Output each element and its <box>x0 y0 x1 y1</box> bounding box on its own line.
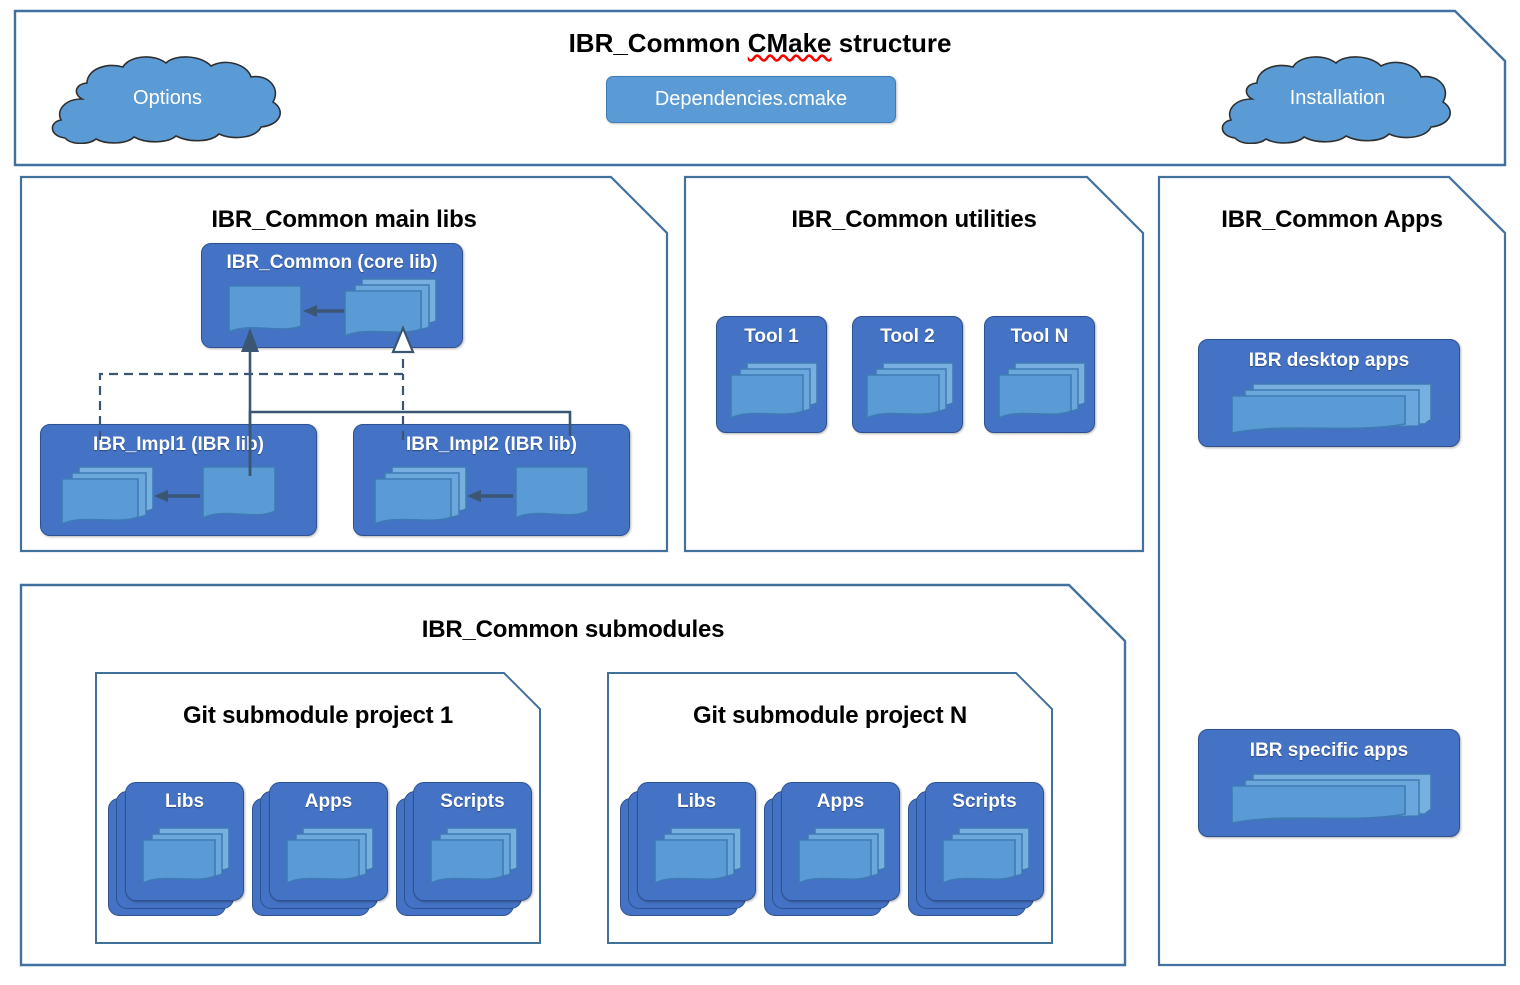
card-core-lib[interactable]: IBR_Common (core lib) <box>201 243 463 348</box>
card-impl1-label: IBR_Impl1 (IBR lib) <box>92 434 264 455</box>
page-title-prefix: IBR_Common <box>568 28 748 58</box>
card-ibr-specific-apps[interactable]: IBR specific apps <box>1198 729 1460 837</box>
card-submodulen-apps[interactable]: Apps <box>764 782 904 922</box>
card-impl2-label: IBR_Impl2 (IBR lib) <box>405 434 577 455</box>
inner-arrow-icon <box>303 305 345 317</box>
dependencies-cmake-box[interactable]: Dependencies.cmake <box>606 76 896 123</box>
card-ibr-desktop-apps[interactable]: IBR desktop apps <box>1198 339 1460 447</box>
card-tool-n[interactable]: Tool N <box>984 316 1095 433</box>
panel-utilities-title: IBR_Common utilities <box>791 206 1037 233</box>
inner-arrow-icon <box>467 490 513 502</box>
single-document-icon <box>202 466 276 520</box>
card-submodule1-scripts[interactable]: Scripts <box>396 782 536 922</box>
inner-arrow-icon <box>154 490 200 502</box>
card-submodule1-libs[interactable]: Libs <box>108 782 248 922</box>
document-stack-icon <box>798 827 886 885</box>
single-document-icon <box>515 466 589 520</box>
document-stack-icon <box>142 827 230 885</box>
page-title-suffix: structure <box>831 28 952 58</box>
card-submodule1-apps[interactable]: Apps <box>252 782 392 922</box>
card-tool-n-label: Tool N <box>1010 326 1069 347</box>
page-title-misspelled-word: CMake <box>747 28 832 58</box>
page-title: IBR_Common CMake structure <box>0 28 1520 59</box>
installation-cloud[interactable]: Installation <box>1205 52 1470 145</box>
options-cloud-label: Options <box>133 86 202 109</box>
options-cloud[interactable]: Options <box>35 52 300 145</box>
panel-submodules-title: IBR_Common submodules <box>421 616 725 643</box>
installation-cloud-label: Installation <box>1289 86 1386 109</box>
document-stack-icon <box>344 278 437 338</box>
dependencies-cmake-label: Dependencies.cmake <box>654 88 848 110</box>
cloud-shape-icon <box>51 56 281 145</box>
panel-git-submodule-project-n-title: Git submodule project N <box>692 702 968 729</box>
card-impl2[interactable]: IBR_Impl2 (IBR lib) <box>353 424 630 536</box>
card-core-lib-label: IBR_Common (core lib) <box>226 252 438 273</box>
document-stack-icon <box>942 827 1030 885</box>
document-stack-icon <box>286 827 374 885</box>
document-stack-icon <box>430 827 518 885</box>
card-tool-1-label: Tool 1 <box>744 326 799 347</box>
document-stack-wide-icon <box>1231 773 1432 824</box>
document-stack-icon <box>730 362 818 420</box>
single-document-icon <box>228 285 302 334</box>
card-ibr-desktop-apps-label: IBR desktop apps <box>1248 350 1410 371</box>
document-stack-icon <box>998 362 1086 420</box>
cloud-shape-icon <box>1221 56 1451 145</box>
panel-apps-title: IBR_Common Apps <box>1221 206 1443 233</box>
card-submodulen-scripts[interactable]: Scripts <box>908 782 1048 922</box>
document-stack-icon <box>61 466 154 526</box>
document-stack-icon <box>866 362 954 420</box>
panel-apps: IBR_Common Apps <box>1158 176 1506 966</box>
card-tool-2[interactable]: Tool 2 <box>852 316 963 433</box>
panel-git-submodule-project-1-title: Git submodule project 1 <box>182 702 454 729</box>
panel-main-libs-title: IBR_Common main libs <box>211 206 477 233</box>
card-tool-1[interactable]: Tool 1 <box>716 316 827 433</box>
document-stack-icon <box>374 466 467 526</box>
card-submodulen-libs[interactable]: Libs <box>620 782 760 922</box>
panel-frame <box>1158 176 1506 966</box>
card-ibr-specific-apps-label: IBR specific apps <box>1249 740 1409 761</box>
document-stack-wide-icon <box>1231 383 1432 434</box>
card-tool-2-label: Tool 2 <box>880 326 935 347</box>
document-stack-icon <box>654 827 742 885</box>
card-impl1[interactable]: IBR_Impl1 (IBR lib) <box>40 424 317 536</box>
